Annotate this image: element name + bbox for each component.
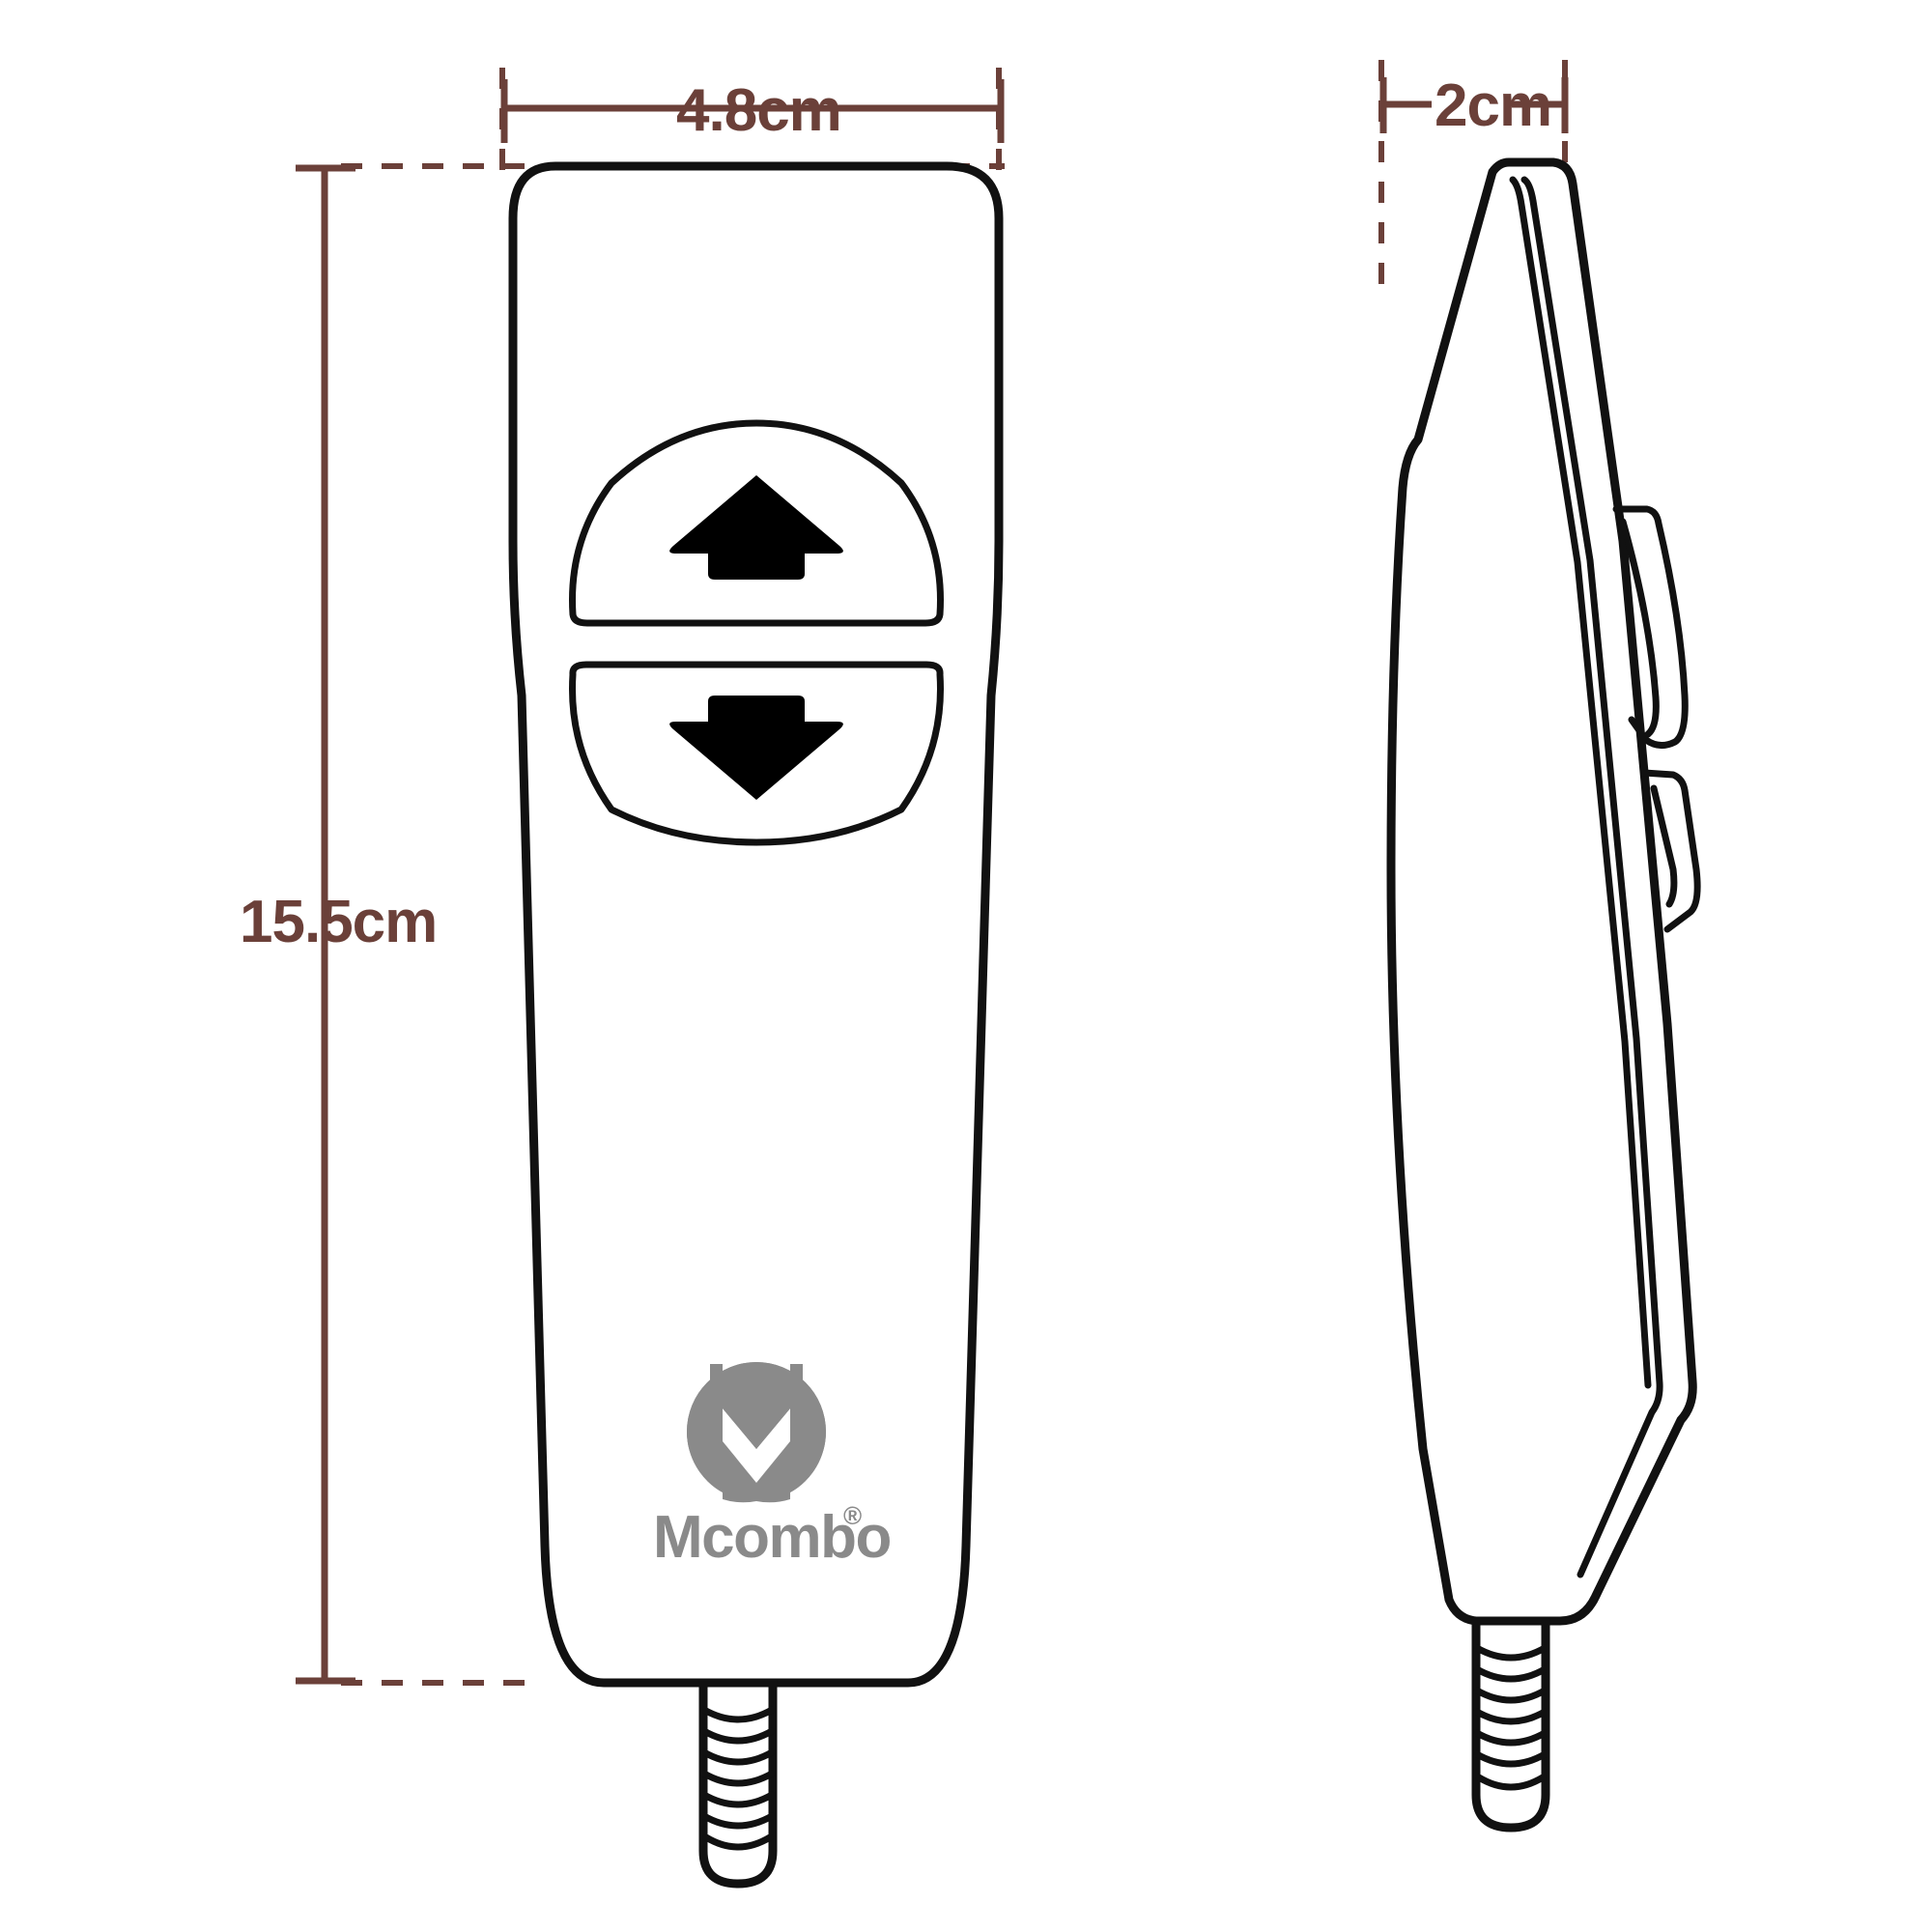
height-dimension-label: 15.5cm [240, 889, 437, 955]
mcombo-logo-mark [686, 1362, 827, 1503]
down-button[interactable] [569, 661, 944, 846]
arrow-up-icon [669, 475, 843, 580]
up-button-profile[interactable] [1612, 505, 1689, 749]
depth-dimension-line [1379, 77, 1569, 133]
strain-relief-front [698, 1678, 778, 1889]
registered-trademark-symbol: ® [843, 1501, 862, 1530]
arrow-down-icon [669, 696, 843, 800]
front-face-edge [1520, 176, 1663, 1578]
brand-wordmark: Mcombo [653, 1504, 891, 1571]
remote-body-side [1386, 157, 1697, 1626]
height-dimension-line [296, 164, 355, 1685]
width-dimension-label: 4.8cm [676, 77, 841, 144]
down-button-profile[interactable] [1640, 769, 1701, 933]
strain-relief-side [1471, 1616, 1550, 1833]
front-height-extension-lines [341, 163, 541, 1686]
depth-dimension-label: 2cm [1435, 72, 1551, 139]
remote-body-front [508, 161, 1004, 1688]
width-dimension-line [500, 79, 1005, 143]
down-button-profile-inner [1650, 784, 1678, 908]
up-button[interactable] [569, 419, 944, 627]
bezel-edge-line [1509, 176, 1652, 1389]
up-button-profile-inner [1619, 518, 1660, 738]
